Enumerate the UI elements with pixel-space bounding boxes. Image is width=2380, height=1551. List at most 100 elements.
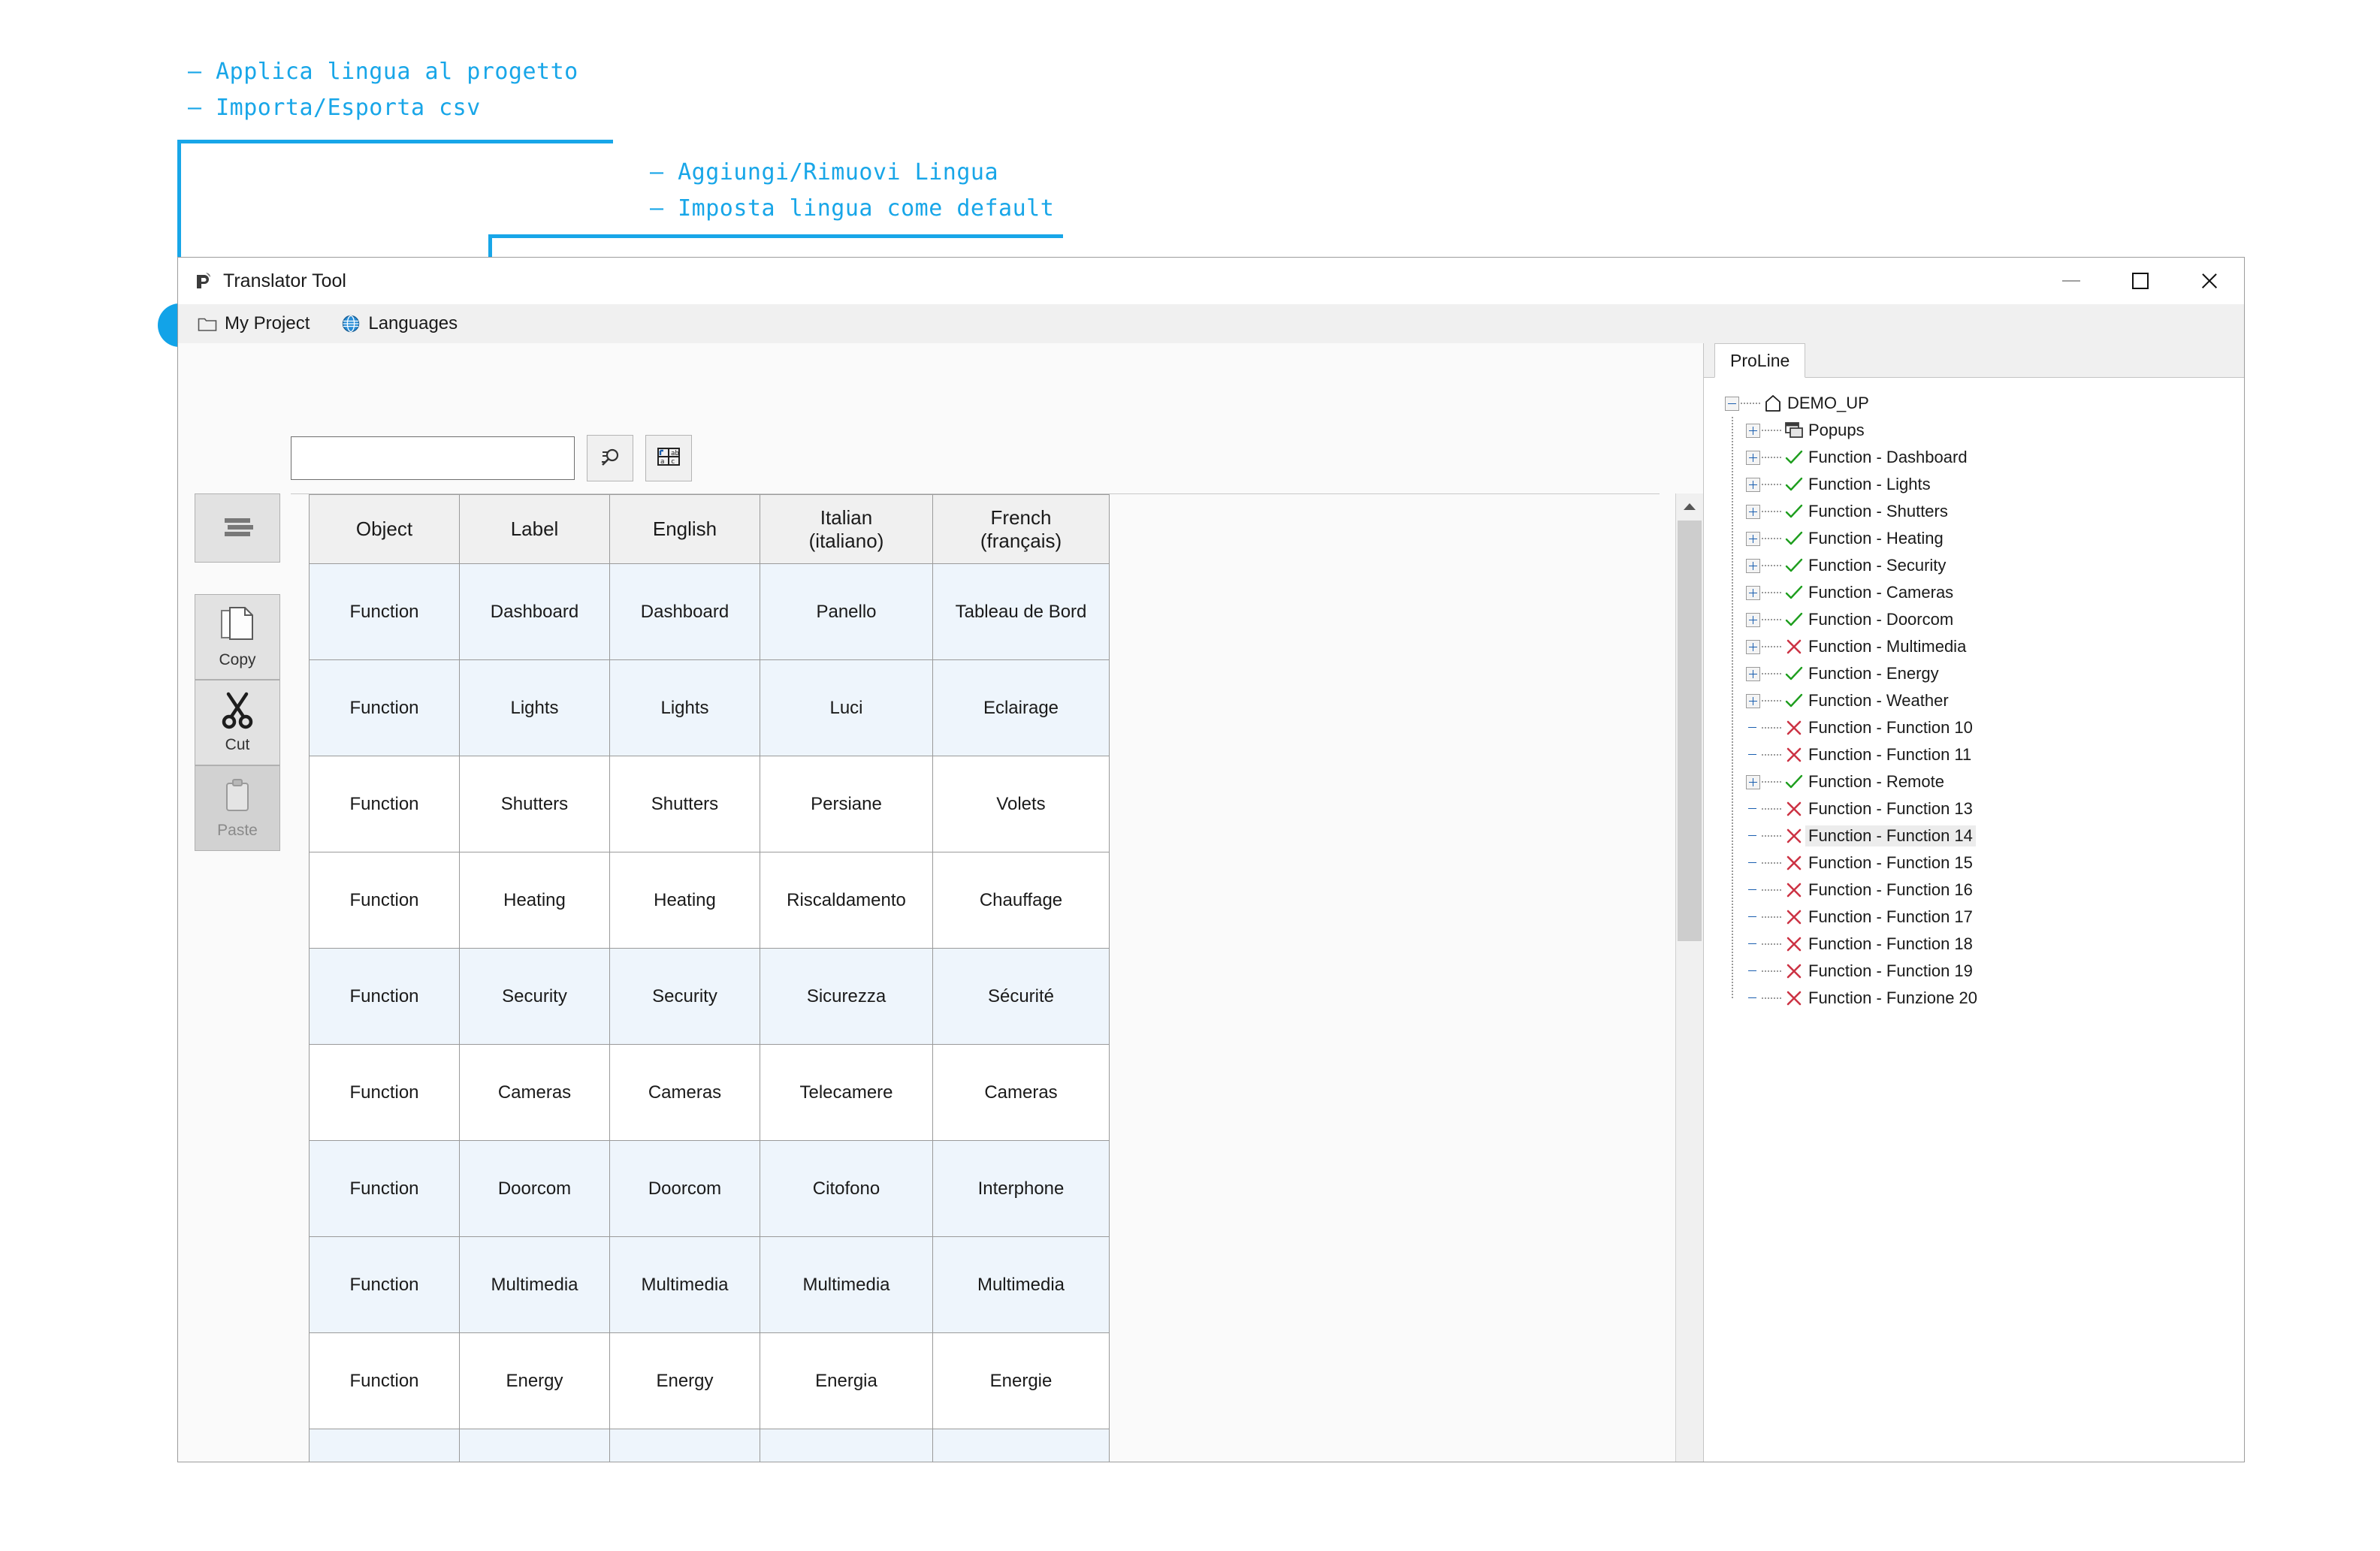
cell-label[interactable]: Shutters <box>459 756 610 852</box>
cell-object[interactable]: Function <box>309 948 460 1045</box>
expand-icon[interactable] <box>1746 450 1760 465</box>
tree-node[interactable]: Function - Doorcom <box>1725 606 2244 633</box>
tree-node[interactable]: Function - Weather <box>1725 687 2244 714</box>
cell-english[interactable]: Energy <box>609 1332 760 1429</box>
cell-french[interactable]: Interphone <box>932 1140 1110 1237</box>
tree-node[interactable]: DEMO_UP <box>1725 390 2244 417</box>
tree-node[interactable]: Function - Shutters <box>1725 498 2244 525</box>
cell-english[interactable]: Security <box>609 948 760 1045</box>
column-header-italian[interactable]: Italian (italiano) <box>760 494 933 564</box>
expand-icon[interactable] <box>1746 612 1760 627</box>
tree-node[interactable]: Function - Security <box>1725 552 2244 579</box>
tree-node[interactable]: Function - Multimedia <box>1725 633 2244 660</box>
cell-label[interactable]: Heating <box>459 852 610 949</box>
cell-french[interactable]: Tableau de Bord <box>932 563 1110 660</box>
cell-french[interactable]: Cameras <box>932 1044 1110 1141</box>
scroll-up-button[interactable] <box>1676 493 1703 519</box>
column-header-french[interactable]: French (français) <box>932 494 1110 564</box>
cell-object[interactable]: Function <box>309 1236 460 1333</box>
expand-icon[interactable] <box>1746 477 1760 492</box>
cut-button[interactable]: Cut <box>195 680 280 765</box>
cell-english[interactable]: Cameras <box>609 1044 760 1141</box>
scrollbar-thumb[interactable] <box>1678 521 1702 941</box>
expand-icon[interactable] <box>1746 666 1760 681</box>
cell-label[interactable]: Cameras <box>459 1044 610 1141</box>
cell-english[interactable]: Heating <box>609 852 760 949</box>
expand-icon[interactable] <box>1746 774 1760 789</box>
find-button[interactable] <box>587 435 633 481</box>
cell-label[interactable]: Lights <box>459 659 610 756</box>
expand-icon[interactable] <box>1746 504 1760 519</box>
cell-italian[interactable]: Citofono <box>760 1140 933 1237</box>
tree-node[interactable]: Function - Function 15 <box>1725 849 2244 877</box>
table-vertical-scrollbar[interactable] <box>1675 493 1703 1462</box>
tree-node[interactable]: Function - Function 11 <box>1725 741 2244 768</box>
cell-english[interactable]: Dashboard <box>609 563 760 660</box>
tree-node[interactable]: Function - Function 18 <box>1725 931 2244 958</box>
cell-french[interactable]: Chauffage <box>932 852 1110 949</box>
tree-node[interactable]: Function - Function 17 <box>1725 904 2244 931</box>
tree-node[interactable]: Function - Function 10 <box>1725 714 2244 741</box>
cell-object[interactable]: Function <box>309 1332 460 1429</box>
cell-french[interactable]: Météo <box>932 1429 1110 1462</box>
table-row[interactable]: FunctionWeatherWeatherTempoMétéo <box>309 1429 1110 1462</box>
cell-italian[interactable]: Luci <box>760 659 933 756</box>
cell-italian[interactable]: Multimedia <box>760 1236 933 1333</box>
cell-italian[interactable]: Tempo <box>760 1429 933 1462</box>
tree-node[interactable]: Function - Function 13 <box>1725 795 2244 822</box>
cell-label[interactable]: Weather <box>459 1429 610 1462</box>
translate-button[interactable]: ab a c <box>645 435 692 481</box>
expand-icon[interactable] <box>1746 423 1760 438</box>
cell-italian[interactable]: Telecamere <box>760 1044 933 1141</box>
cell-label[interactable]: Doorcom <box>459 1140 610 1237</box>
cell-italian[interactable]: Panello <box>760 563 933 660</box>
cell-english[interactable]: Shutters <box>609 756 760 852</box>
column-header-label[interactable]: Label <box>459 494 610 564</box>
cell-object[interactable]: Function <box>309 563 460 660</box>
tree-node[interactable]: Function - Function 14 <box>1725 822 2244 849</box>
cell-object[interactable]: Function <box>309 1140 460 1237</box>
cell-french[interactable]: Multimedia <box>932 1236 1110 1333</box>
expand-icon[interactable] <box>1746 531 1760 546</box>
expand-icon[interactable] <box>1746 558 1760 573</box>
cell-object[interactable]: Function <box>309 659 460 756</box>
cell-label[interactable]: Energy <box>459 1332 610 1429</box>
menu-item-my-project[interactable]: My Project <box>195 310 313 337</box>
cell-italian[interactable]: Sicurezza <box>760 948 933 1045</box>
tree-node[interactable]: Popups <box>1725 417 2244 444</box>
menu-item-languages[interactable]: Languages <box>338 310 461 337</box>
collapse-icon[interactable] <box>1725 396 1739 411</box>
cell-object[interactable]: Function <box>309 1429 460 1462</box>
tree-node[interactable]: Function - Energy <box>1725 660 2244 687</box>
tree-node[interactable]: Function - Cameras <box>1725 579 2244 606</box>
search-input[interactable] <box>291 436 575 480</box>
cell-french[interactable]: Sécurité <box>932 948 1110 1045</box>
tree-node[interactable]: Function - Lights <box>1725 471 2244 498</box>
paste-button[interactable]: Paste <box>195 765 280 851</box>
cell-french[interactable]: Eclairage <box>932 659 1110 756</box>
cell-object[interactable]: Function <box>309 1044 460 1141</box>
tab-proline[interactable]: ProLine <box>1714 343 1806 378</box>
cell-italian[interactable]: Riscaldamento <box>760 852 933 949</box>
cell-english[interactable]: Lights <box>609 659 760 756</box>
cell-object[interactable]: Function <box>309 756 460 852</box>
tree-node[interactable]: Function - Remote <box>1725 768 2244 795</box>
tree-node[interactable]: Function - Heating <box>1725 525 2244 552</box>
close-button[interactable] <box>2175 258 2244 304</box>
cell-english[interactable]: Doorcom <box>609 1140 760 1237</box>
expand-icon[interactable] <box>1746 693 1760 708</box>
cell-italian[interactable]: Energia <box>760 1332 933 1429</box>
menu-button[interactable] <box>195 493 280 563</box>
maximize-button[interactable] <box>2106 258 2175 304</box>
expand-icon[interactable] <box>1746 639 1760 654</box>
minimize-button[interactable] <box>2037 258 2106 304</box>
column-header-english[interactable]: English <box>609 494 760 564</box>
tree-node[interactable]: Function - Function 19 <box>1725 958 2244 985</box>
tree-node[interactable]: Function - Funzione 20 <box>1725 985 2244 1012</box>
